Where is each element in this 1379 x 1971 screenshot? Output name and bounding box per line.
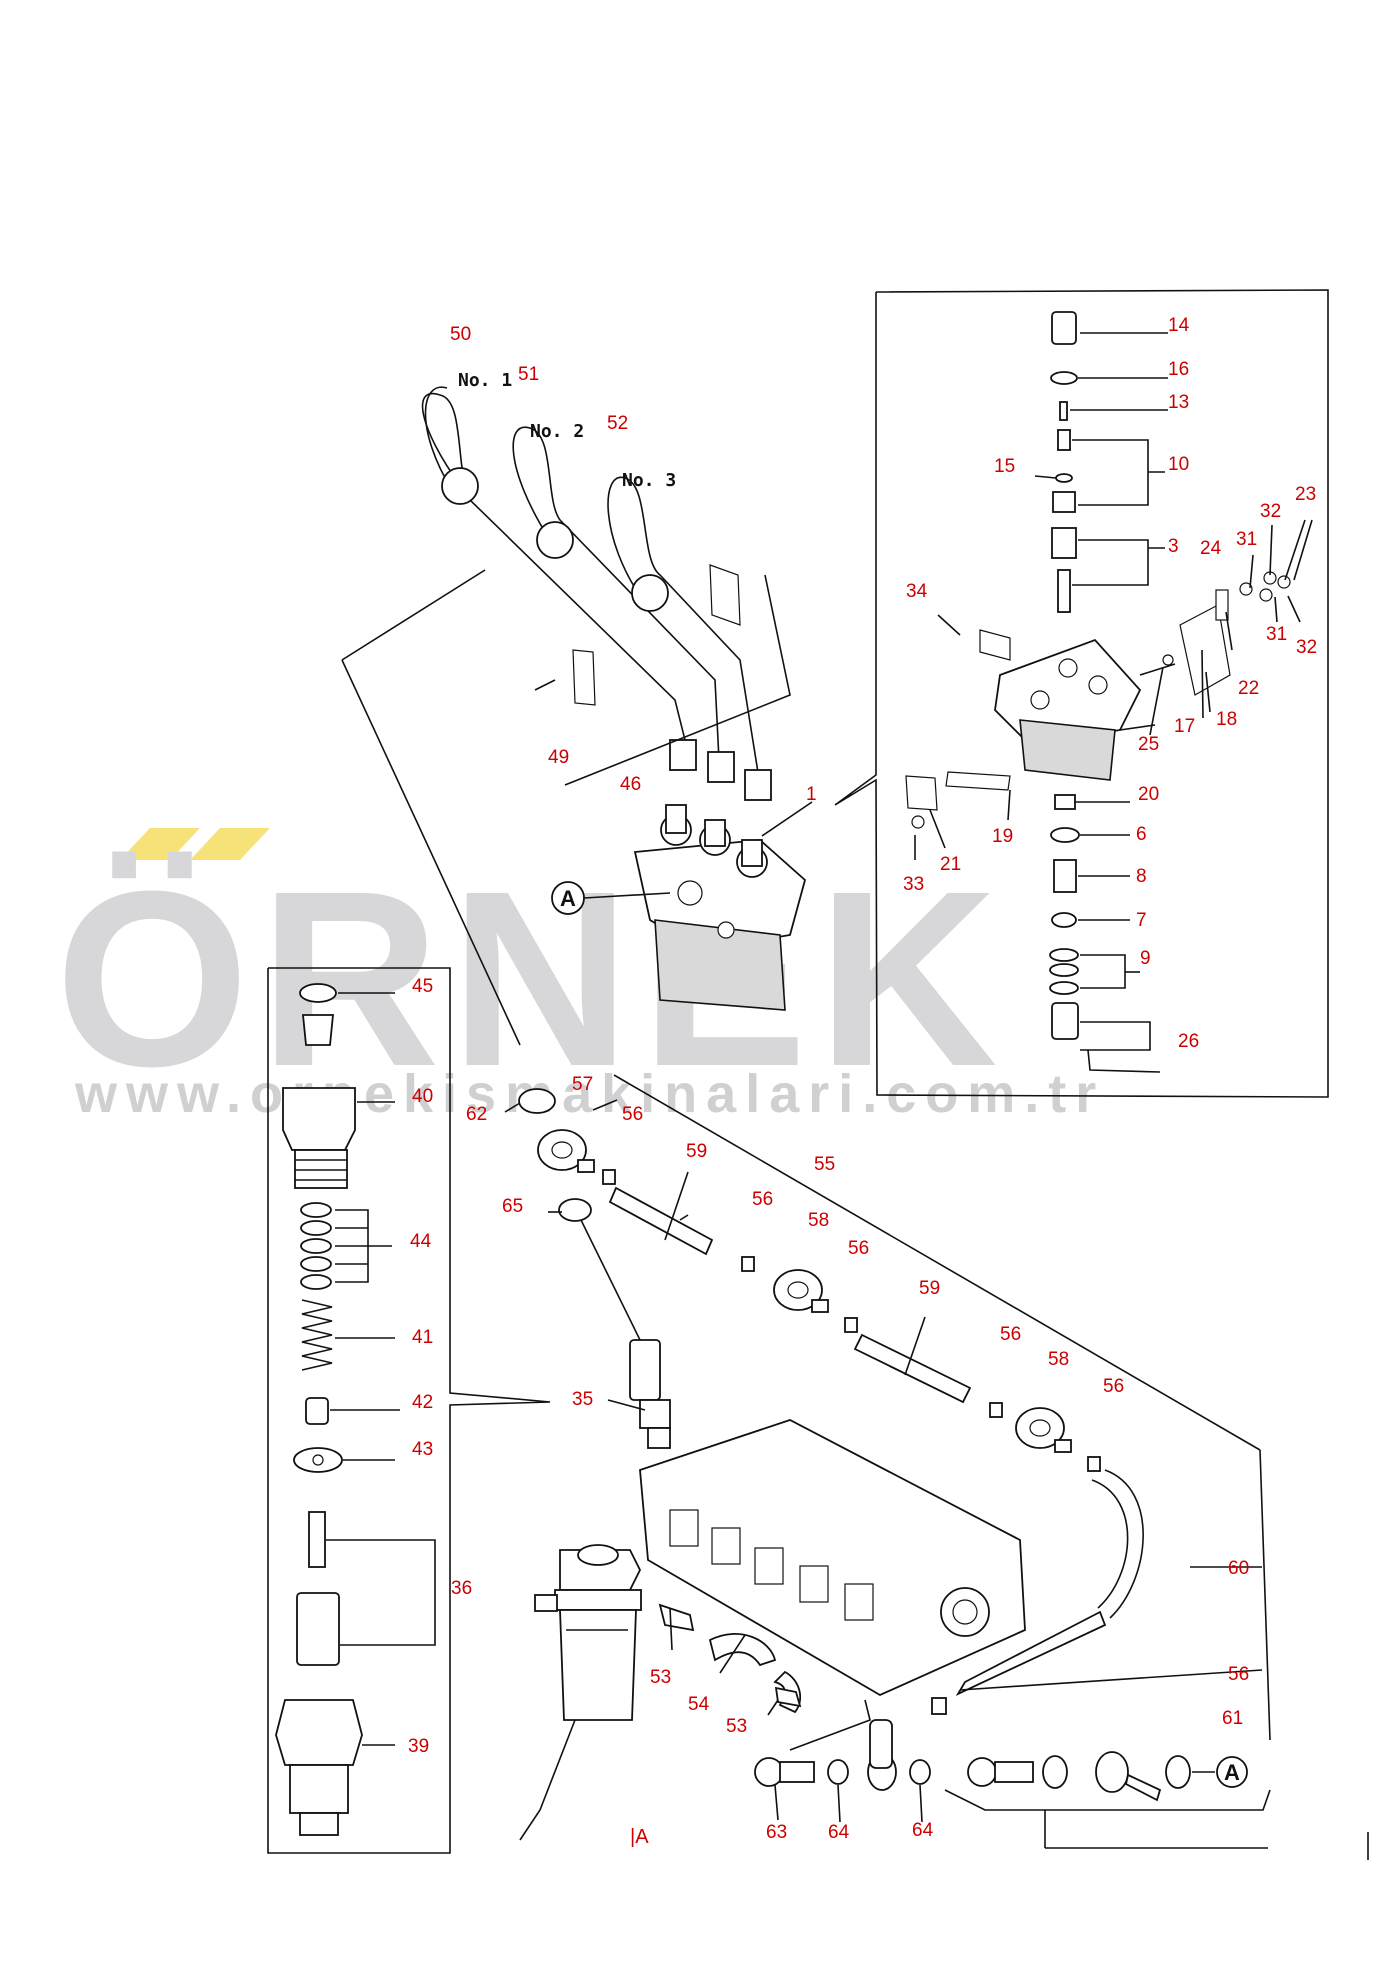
watermark-url: www.ornekismakinalari.com.tr: [74, 1064, 1105, 1124]
callout-56: 56: [752, 1189, 773, 1210]
watermark: ÖRNEK www.ornekismakinalari.com.tr: [55, 828, 1105, 1124]
callout-51: 51: [518, 364, 539, 385]
fuel-lines: [504, 1074, 1271, 1741]
pump-detail-frame: [834, 289, 1329, 1098]
banjo-bolt-set: A: [754, 1719, 1369, 1860]
reference-mark-a: A: [551, 881, 671, 915]
callout-34: 34: [906, 581, 928, 602]
callout-35: 35: [572, 1389, 593, 1410]
callout-13: 13: [1168, 392, 1189, 413]
callout-39: 39: [408, 1736, 429, 1757]
injection-pipes: No. 1 No. 2 No. 3: [341, 370, 791, 1046]
callout-23: 23: [1295, 484, 1316, 505]
reference-mark-a-lower-label: A: [1224, 1760, 1240, 1785]
callout-62: 62: [466, 1104, 487, 1125]
callout-50: 50: [450, 324, 471, 345]
callout-36: 36: [451, 1578, 472, 1599]
callout-25: 25: [1138, 734, 1159, 755]
callout-20: 20: [1138, 784, 1159, 805]
filter-ref-label: |A: [630, 1826, 649, 1848]
callout-63: 63: [766, 1822, 787, 1843]
callout-9: 9: [1140, 948, 1151, 969]
callout-54: 54: [688, 1694, 710, 1715]
callout-43: 43: [412, 1439, 433, 1460]
callout-44: 44: [410, 1231, 432, 1252]
callout-64: 64: [828, 1822, 850, 1843]
callout-31: 31: [1266, 624, 1287, 645]
callout-59: 59: [919, 1278, 940, 1299]
callout-17: 17: [1174, 716, 1195, 737]
watermark-brand: ÖRNEK: [55, 839, 1008, 1118]
watermark-umlaut-mark: [190, 828, 270, 860]
callout-22: 22: [1238, 678, 1259, 699]
callout-49: 49: [548, 747, 569, 768]
callout-64: 64: [912, 1820, 934, 1841]
callout-15: 15: [994, 456, 1015, 477]
pipe-tag-no1: No. 1: [458, 370, 512, 391]
callout-42: 42: [412, 1392, 433, 1413]
callout-21: 21: [940, 854, 961, 875]
callout-56: 56: [1228, 1664, 1249, 1685]
callout-8: 8: [1136, 866, 1147, 887]
callout-32: 32: [1260, 501, 1281, 522]
callout-16: 16: [1168, 359, 1189, 380]
callout-45: 45: [412, 976, 433, 997]
callout-56: 56: [1000, 1324, 1021, 1345]
callout-56: 56: [622, 1104, 643, 1125]
callout-14: 14: [1168, 315, 1190, 336]
fuel-filter: |A: [519, 1544, 871, 1848]
callout-41: 41: [412, 1327, 433, 1348]
callout-10: 10: [1168, 454, 1189, 475]
callout-53: 53: [650, 1667, 671, 1688]
injector-detail-parts: [275, 983, 436, 1836]
callout-59: 59: [686, 1141, 707, 1162]
callout-65: 65: [502, 1196, 523, 1217]
callout-52: 52: [607, 413, 628, 434]
cylinder-head: [639, 1419, 1026, 1697]
reference-mark-a-label: A: [560, 886, 576, 911]
injector-detail-frame: [267, 967, 551, 1854]
callout-46: 46: [620, 774, 641, 795]
callout-61: 61: [1222, 1708, 1243, 1729]
callout-55: 55: [814, 1154, 835, 1175]
callout-56: 56: [1103, 1376, 1124, 1397]
callout-33: 33: [903, 874, 924, 895]
callout-40: 40: [412, 1086, 433, 1107]
callout-24: 24: [1200, 538, 1222, 559]
pipe-tag-no2: No. 2: [530, 421, 584, 442]
injection-pump-assembly: [633, 801, 813, 1011]
callout-7: 7: [1136, 910, 1147, 931]
callout-6: 6: [1136, 824, 1147, 845]
watermark-umlaut-mark: [120, 828, 200, 860]
callout-26: 26: [1178, 1031, 1199, 1052]
callout-60: 60: [1228, 1558, 1249, 1579]
callout-32: 32: [1296, 637, 1317, 658]
callout-53: 53: [726, 1716, 747, 1737]
callout-19: 19: [992, 826, 1013, 847]
callout-18: 18: [1216, 709, 1237, 730]
callout-3: 3: [1168, 536, 1179, 557]
callout-56: 56: [848, 1238, 869, 1259]
pipe-tag-no3: No. 3: [622, 470, 676, 491]
pump-detail-parts: [905, 311, 1313, 1073]
callout-58: 58: [1048, 1349, 1069, 1370]
callout-31: 31: [1236, 529, 1257, 550]
callout-58: 58: [808, 1210, 829, 1231]
callout-labels: 1 3 6 7 8 9 10 13 14 15 16 17 18 19 20 2…: [408, 315, 1317, 1843]
callout-57: 57: [572, 1074, 593, 1095]
callout-1: 1: [806, 784, 817, 805]
